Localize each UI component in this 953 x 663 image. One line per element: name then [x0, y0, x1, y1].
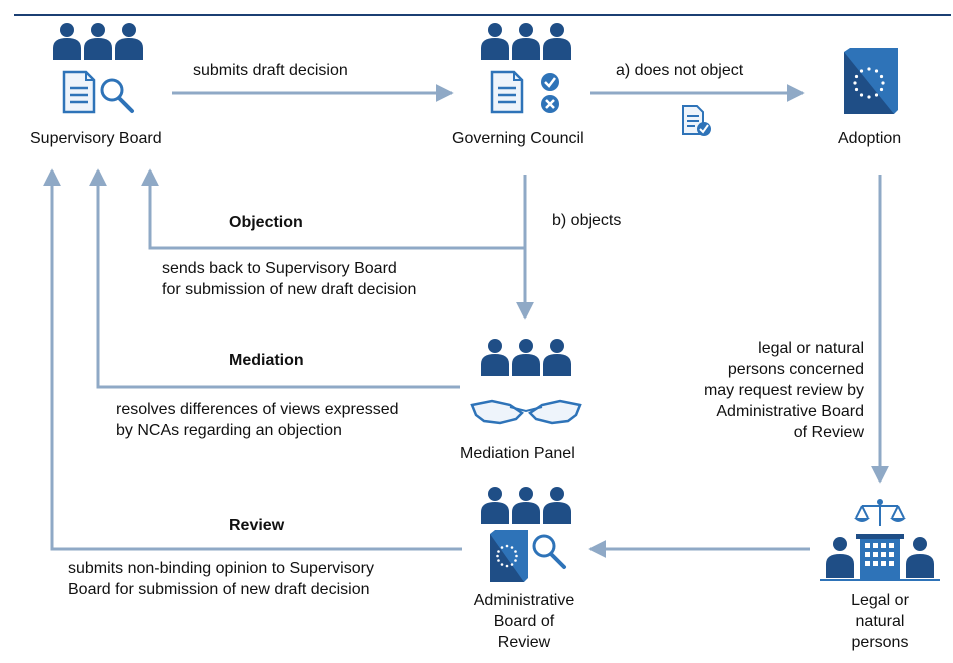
- text-objection: sends back to Supervisory Board for subm…: [162, 260, 417, 298]
- text-legal-review: legal or natural persons concerned may r…: [703, 340, 864, 441]
- eu-book-icon: [490, 530, 566, 582]
- heading-mediation: Mediation: [229, 352, 304, 369]
- people-group-icon: [481, 339, 571, 376]
- node-supervisory-board: Supervisory Board: [30, 130, 162, 147]
- heading-review: Review: [229, 517, 285, 534]
- node-adoption: Adoption: [838, 130, 902, 147]
- arrow-mediation-back: [89, 168, 460, 389]
- document-check-cross-icon: [490, 70, 559, 114]
- node-mediation-panel: Mediation Panel: [460, 445, 575, 462]
- label-submits-draft: submits draft decision: [193, 62, 348, 79]
- eu-book-icon: [844, 48, 898, 114]
- header-rule: [14, 14, 951, 16]
- arrow-review-back: [43, 168, 462, 551]
- building-icon: [820, 534, 940, 581]
- document-check-icon: [682, 105, 711, 136]
- arrow-objection-back: [141, 168, 525, 250]
- node-legal-persons: Legal or natural persons: [851, 592, 909, 651]
- document-search-icon: [62, 70, 134, 114]
- label-does-not-object: a) does not object: [616, 62, 744, 79]
- heading-objection: Objection: [229, 214, 303, 231]
- node-admin-board: Administrative Board of Review: [473, 592, 575, 651]
- text-review: submits non-binding opinion to Superviso…: [68, 560, 374, 598]
- handshake-icon: [470, 399, 582, 425]
- scales-icon: [854, 499, 906, 526]
- label-objects: b) objects: [552, 212, 622, 229]
- people-group-icon: [481, 487, 571, 524]
- people-group-icon: [53, 23, 143, 60]
- node-governing-council: Governing Council: [452, 130, 584, 147]
- people-group-icon: [481, 23, 571, 60]
- text-mediation: resolves differences of views expressed …: [116, 401, 399, 439]
